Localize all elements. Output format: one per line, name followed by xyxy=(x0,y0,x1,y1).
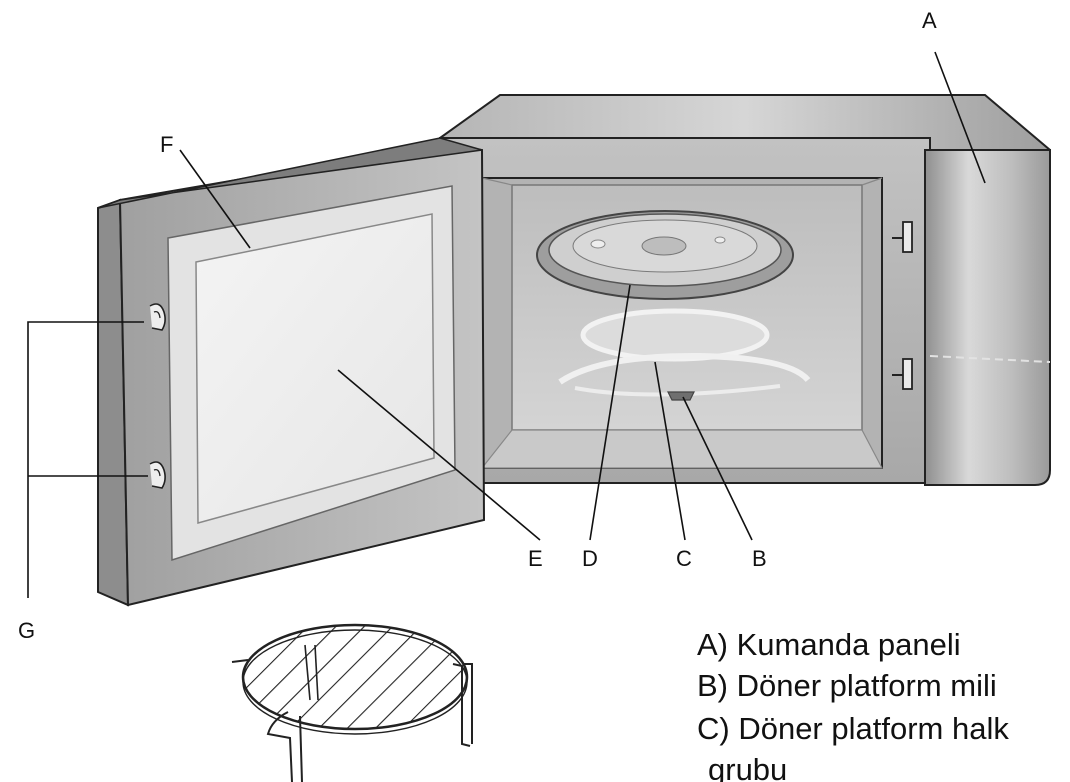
leader-D xyxy=(589,284,631,541)
leader-A xyxy=(934,51,986,184)
callout-E: E xyxy=(528,546,543,571)
door-latch-upper xyxy=(149,303,166,331)
callout-F: F xyxy=(160,132,173,157)
control-panel xyxy=(924,149,1051,486)
leader-B xyxy=(682,396,753,541)
legend-item-c: C) Döner platform halk xyxy=(697,711,1009,746)
glass-turntable-plate xyxy=(536,210,794,300)
roller-ring xyxy=(558,308,811,397)
door-window xyxy=(195,213,435,524)
latch-slot-upper xyxy=(892,221,913,253)
legend-item-b: B) Döner platform mili xyxy=(697,668,997,703)
legend-item-a: A) Kumanda paneli xyxy=(697,627,961,662)
legend-item-c-cont: grubu xyxy=(708,752,787,782)
callout-D: D xyxy=(582,546,598,571)
callout-A: A xyxy=(922,8,937,33)
latch-slot-lower xyxy=(892,358,913,390)
leader-lines xyxy=(27,51,986,598)
leader-E xyxy=(337,369,541,541)
callout-G: G xyxy=(18,618,35,643)
callout-C: C xyxy=(676,546,692,571)
leader-C xyxy=(654,361,686,541)
microwave-door xyxy=(97,137,486,607)
grill-rack xyxy=(231,623,473,782)
leader-F xyxy=(179,149,251,249)
legend: A) Kumanda paneli B) Döner platform mili… xyxy=(697,627,1009,782)
turntable-shaft xyxy=(667,391,695,401)
leader-G xyxy=(27,321,144,598)
callout-B: B xyxy=(752,546,767,571)
door-latch-lower xyxy=(149,461,166,489)
